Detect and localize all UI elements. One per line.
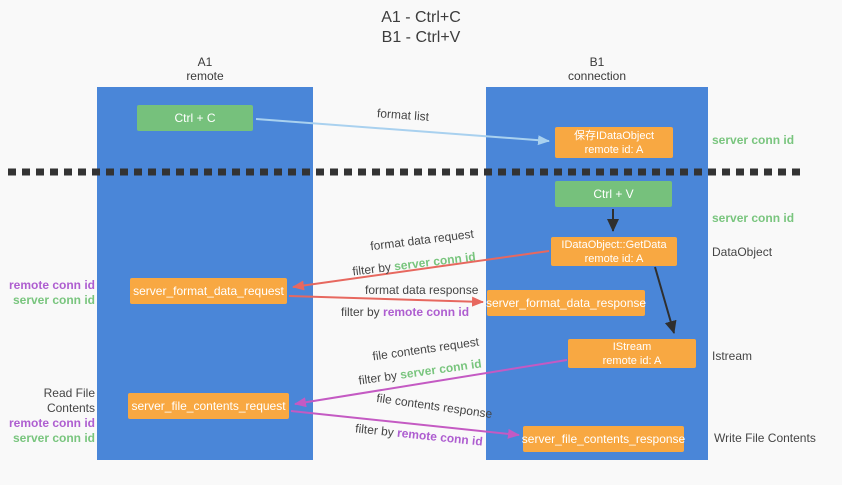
node-ctrl-v: Ctrl + V: [555, 181, 672, 207]
node-server-file-contents-response: server_file_contents_response: [521, 426, 686, 452]
diagram-title: A1 - Ctrl+C B1 - Ctrl+V: [0, 8, 842, 48]
arrow-format-data-response: [288, 295, 484, 307]
node-idataobject-getdata: IDataObject::GetData remote id: A: [551, 237, 677, 266]
label-server-conn-id-right-2: server conn id: [712, 211, 795, 225]
left-conn-id-group-1: remote conn id server conn id: [0, 278, 95, 308]
label-server-conn-id-left-1: server conn id: [12, 293, 95, 307]
label-remote-conn-id-left-2: remote conn id: [8, 416, 95, 430]
title-line-1: A1 - Ctrl+C: [381, 9, 461, 26]
label-istream-side: Istream: [712, 349, 753, 363]
left-conn-id-group-2: Read File Contents remote conn id server…: [0, 386, 95, 446]
label-write-file-contents: Write File Contents: [714, 431, 816, 445]
arrow-format-list: [255, 118, 550, 146]
node-istream-subtitle: remote id: A: [602, 354, 662, 367]
arrow-file-contents-request: [294, 359, 568, 408]
node-server-file-contents-request: server_file_contents_request: [128, 393, 289, 419]
node-idataobject-getdata-subtitle: remote id: A: [584, 252, 644, 265]
lifeline-b1-label: connection: [567, 69, 627, 83]
label-remote-conn-id-left-1: remote conn id: [8, 278, 95, 292]
lifeline-a1-label: remote: [186, 69, 224, 83]
node-server-format-data-request-label: server_format_data_request: [133, 284, 284, 298]
label-filter-by-remote-conn-id-1: filter by remote conn id: [341, 305, 469, 319]
node-save-idataobject: 保存IDataObject remote id: A: [555, 127, 673, 158]
node-server-format-data-response-label: server_format_data_response: [485, 296, 647, 310]
label-filter-by-text: filter by: [341, 305, 380, 319]
node-server-format-data-request: server_format_data_request: [130, 278, 287, 304]
node-server-file-contents-response-label: server_file_contents_response: [521, 432, 686, 446]
label-dataobject: DataObject: [712, 245, 773, 259]
node-istream-title: IStream: [612, 340, 652, 353]
label-server-conn-id-left-2: server conn id: [12, 431, 95, 445]
arrow-file-contents-response: [290, 410, 520, 439]
title-line-2: B1 - Ctrl+V: [381, 29, 461, 46]
lifeline-header-b1: B1 connection: [486, 55, 708, 83]
arrow-format-data-request: [292, 250, 550, 291]
node-ctrl-c-label: Ctrl + C: [174, 111, 216, 125]
node-istream: IStream remote id: A: [568, 339, 696, 368]
lifeline-b1-id: B1: [589, 55, 605, 69]
label-server-conn-id-right-1: server conn id: [712, 133, 795, 147]
label-read-file-contents: Read File Contents: [43, 386, 95, 415]
node-server-format-data-response: server_format_data_response: [485, 290, 647, 316]
node-idataobject-getdata-title: IDataObject::GetData: [561, 238, 667, 251]
node-ctrl-v-label: Ctrl + V: [593, 187, 634, 201]
node-ctrl-c: Ctrl + C: [137, 105, 253, 131]
node-save-idataobject-subtitle: remote id: A: [584, 143, 644, 156]
label-remote-conn-id-inline: remote conn id: [383, 305, 470, 319]
lifeline-a1-id: A1: [197, 55, 213, 69]
node-save-idataobject-title: 保存IDataObject: [573, 129, 655, 142]
label-format-data-response: format data response: [365, 283, 479, 297]
lifeline-header-a1: A1 remote: [97, 55, 313, 83]
node-server-file-contents-request-label: server_file_contents_request: [131, 399, 286, 413]
arrow-getdata-to-istream: [654, 266, 677, 334]
